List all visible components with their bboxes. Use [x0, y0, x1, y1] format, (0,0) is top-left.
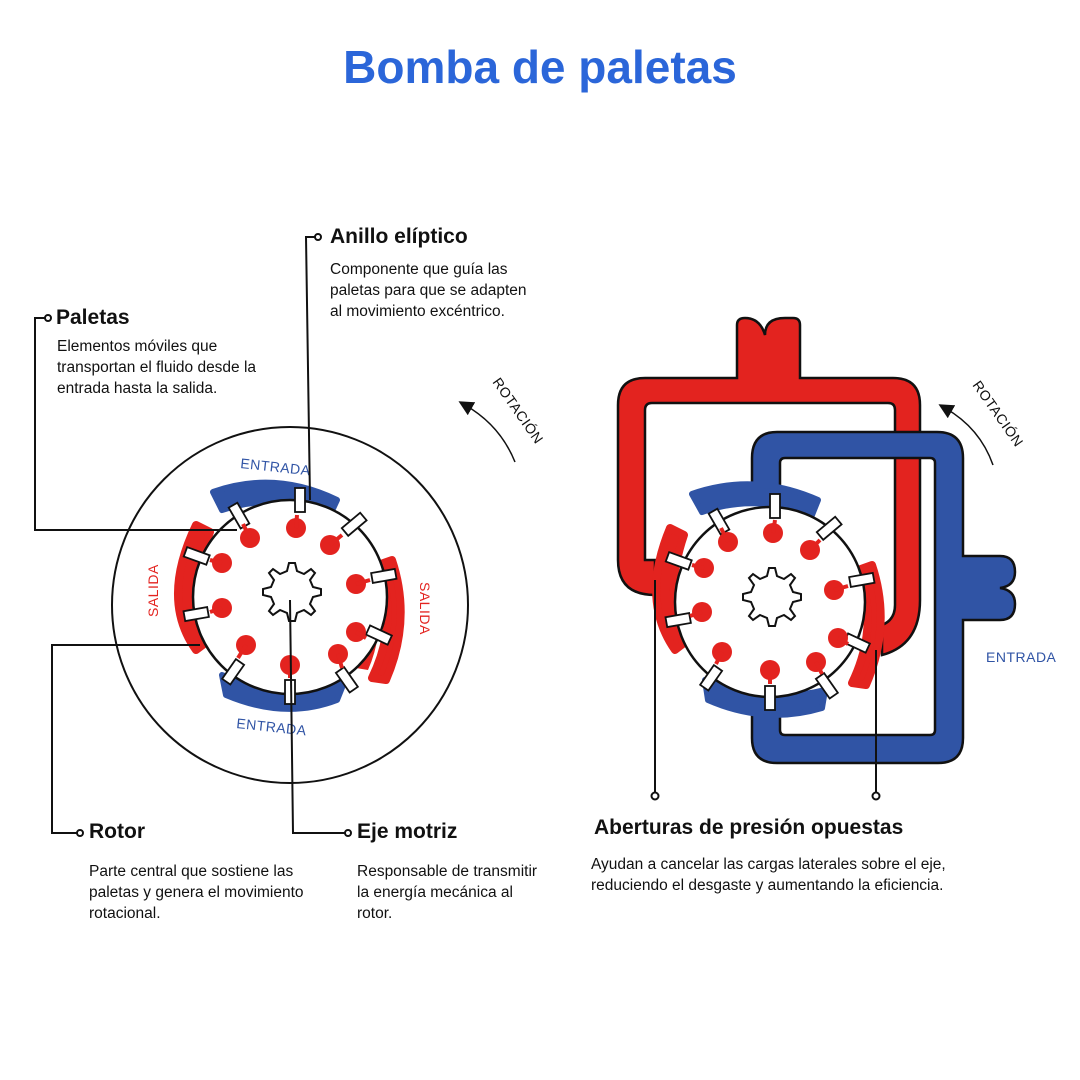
- aberturas-label: Aberturas de presión opuestas: [594, 816, 904, 839]
- rotor-description: Parte central que sostiene las paletas y…: [89, 863, 304, 922]
- paletas-description: Elementos móviles que transportan el flu…: [57, 338, 257, 397]
- entrada-label-right: ENTRADA: [986, 649, 1057, 665]
- red-outlet-pipe: [616, 316, 922, 657]
- salida-label-right: SALIDA: [417, 582, 433, 635]
- blue-inlet-pipe: [750, 430, 1017, 765]
- entrada-port-top-right: [689, 481, 821, 518]
- rotation-arrow-icon: [458, 401, 516, 463]
- anillo-description: Componente que guía las paletas para que…: [330, 261, 527, 320]
- entrada-label-bottom: ENTRADA: [236, 715, 308, 738]
- entrada-label-top: ENTRADA: [240, 455, 312, 478]
- paletas-label: Paletas: [56, 306, 130, 329]
- right-pump-diagram: ROTACIÓN ENTRADA: [616, 316, 1057, 801]
- vanes-right: [664, 493, 876, 711]
- left-pump-diagram: ENTRADA ENTRADA SALIDA SALIDA ROTACIÓN: [34, 233, 547, 837]
- leader-lines-left: [34, 233, 352, 837]
- drive-shaft-gear-icon: [262, 562, 322, 622]
- salida-label-left: SALIDA: [145, 564, 161, 617]
- leader-lines-right: [650, 580, 881, 801]
- vanes-left: [182, 487, 398, 705]
- rotor-label: Rotor: [89, 820, 145, 843]
- rotation-label-left: ROTACIÓN: [490, 375, 547, 447]
- salida-port-right-right: [848, 561, 885, 689]
- rotation-label-right: ROTACIÓN: [970, 378, 1027, 450]
- rotation-arrow-icon-right: [938, 404, 994, 466]
- eje-label: Eje motriz: [357, 820, 458, 843]
- page-title: Bomba de paletas: [343, 41, 737, 93]
- eje-description: Responsable de transmitir la energía mec…: [357, 863, 538, 922]
- drive-shaft-gear-icon-right: [742, 567, 802, 627]
- salida-port-left-right: [652, 524, 692, 654]
- anillo-label: Anillo elíptico: [330, 225, 468, 248]
- vane-balls-left: [209, 514, 371, 678]
- entrada-port-top: [210, 479, 340, 518]
- aberturas-description: Ayudan a cancelar las cargas laterales s…: [591, 856, 946, 894]
- vane-balls-right: [689, 519, 850, 684]
